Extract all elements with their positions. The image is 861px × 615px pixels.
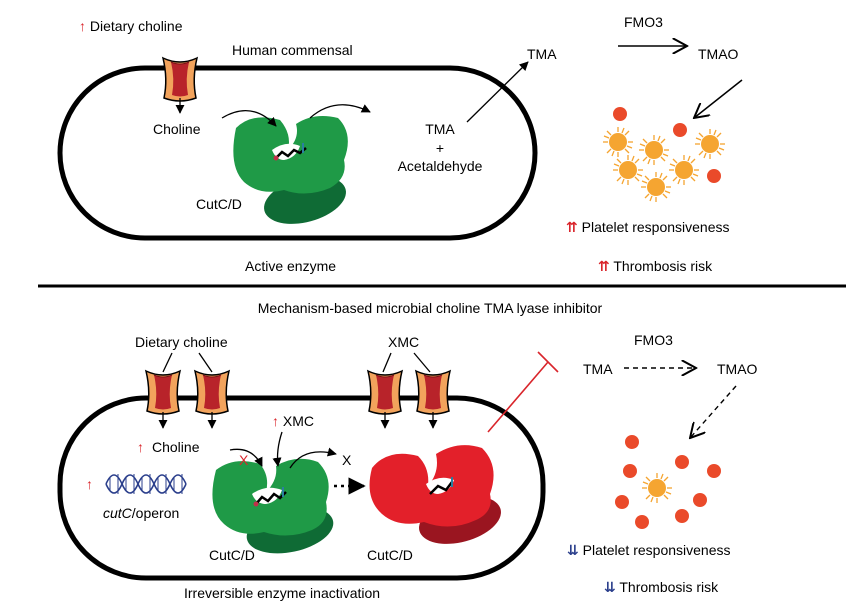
tma-label-top: TMA	[527, 46, 557, 62]
dietary-choline-label-bottom: Dietary choline	[135, 334, 228, 350]
xmc-line-left	[382, 352, 392, 373]
inhibition-bar	[537, 351, 559, 373]
thrombosis-risk-bottom: ⇊ Thrombosis risk	[604, 579, 719, 595]
choline-line-left	[162, 352, 173, 373]
bacterium-cell-top	[57, 65, 538, 241]
dietary-choline-label-top: ↑ Dietary choline	[79, 18, 183, 34]
inhibitor-title: Mechanism-based microbial choline TMA ly…	[257, 300, 603, 316]
bacterium-cell-bottom	[57, 395, 546, 581]
tmao-label-top: TMAO	[698, 46, 739, 62]
product-release-arrow-top	[309, 104, 371, 119]
fmo3-label-bottom: FMO3	[634, 332, 673, 348]
choline-transporter-bottom-right	[194, 370, 230, 415]
cutcd-enzyme-active	[233, 116, 348, 224]
tmao-effect-arrow-top	[694, 79, 743, 118]
choline-line-right	[198, 352, 213, 373]
cutcd-enzyme-inactivated	[369, 445, 501, 544]
platelet-responsiveness-bottom: ⇊ Platelet responsiveness	[567, 542, 731, 558]
tma-label-bottom: TMA	[583, 361, 613, 377]
tma-product-label: TMA	[425, 121, 455, 137]
choline-label-top: Choline	[153, 121, 201, 137]
cutcd-enzyme-green-bottom	[212, 458, 334, 554]
thrombosis-risk-top: ⇈ Thrombosis risk	[598, 258, 713, 274]
active-enzyme-label: Active enzyme	[245, 258, 337, 274]
acetaldehyde-label: Acetaldehyde	[397, 158, 483, 174]
blocked-x-mark: X	[239, 452, 249, 468]
operon-up-arrow: ↑	[86, 476, 93, 492]
xmc-label-outside: XMC	[388, 334, 420, 350]
platelet-cluster-bottom	[615, 435, 721, 529]
tma-exit-arrow-top	[466, 61, 529, 123]
cutc-operon-dna-icon	[105, 474, 187, 494]
cutcd-label-top: CutC/D	[196, 196, 242, 212]
choline-to-enzyme-arrow	[229, 448, 263, 467]
cutcd-label-green: CutC/D	[209, 547, 255, 563]
choline-transporter-bottom-left	[145, 370, 181, 415]
platelet-cluster-top	[602, 107, 726, 203]
substrate-binding-arrow-top	[221, 110, 277, 127]
xmc-to-enzyme-arrow	[272, 431, 283, 467]
human-commensal-label: Human commensal	[232, 42, 353, 58]
xmc-label-inside: ↑ XMC	[272, 413, 315, 429]
xmc-transporter-right	[415, 370, 451, 415]
cutcd-label-red: CutC/D	[367, 547, 413, 563]
platelet-responsiveness-top: ⇈ Platelet responsiveness	[566, 219, 730, 235]
irreversible-inactivation-label: Irreversible enzyme inactivation	[184, 585, 381, 601]
choline-transporter-top	[162, 57, 198, 102]
tmao-label-bottom: TMAO	[717, 361, 758, 377]
plus-label: +	[435, 140, 445, 156]
xmc-transporter-left	[367, 370, 403, 415]
cutc-operon-label: cutC/operon	[103, 505, 180, 521]
blocked-product-arrow	[289, 447, 337, 469]
fmo3-label-top: FMO3	[624, 14, 663, 30]
tmao-effect-arrow-bottom	[690, 385, 737, 438]
x-label: X	[342, 452, 352, 468]
inhibition-line	[487, 361, 549, 433]
choline-label-bottom: ↑Choline	[137, 439, 200, 455]
xmc-line-right	[413, 352, 431, 373]
